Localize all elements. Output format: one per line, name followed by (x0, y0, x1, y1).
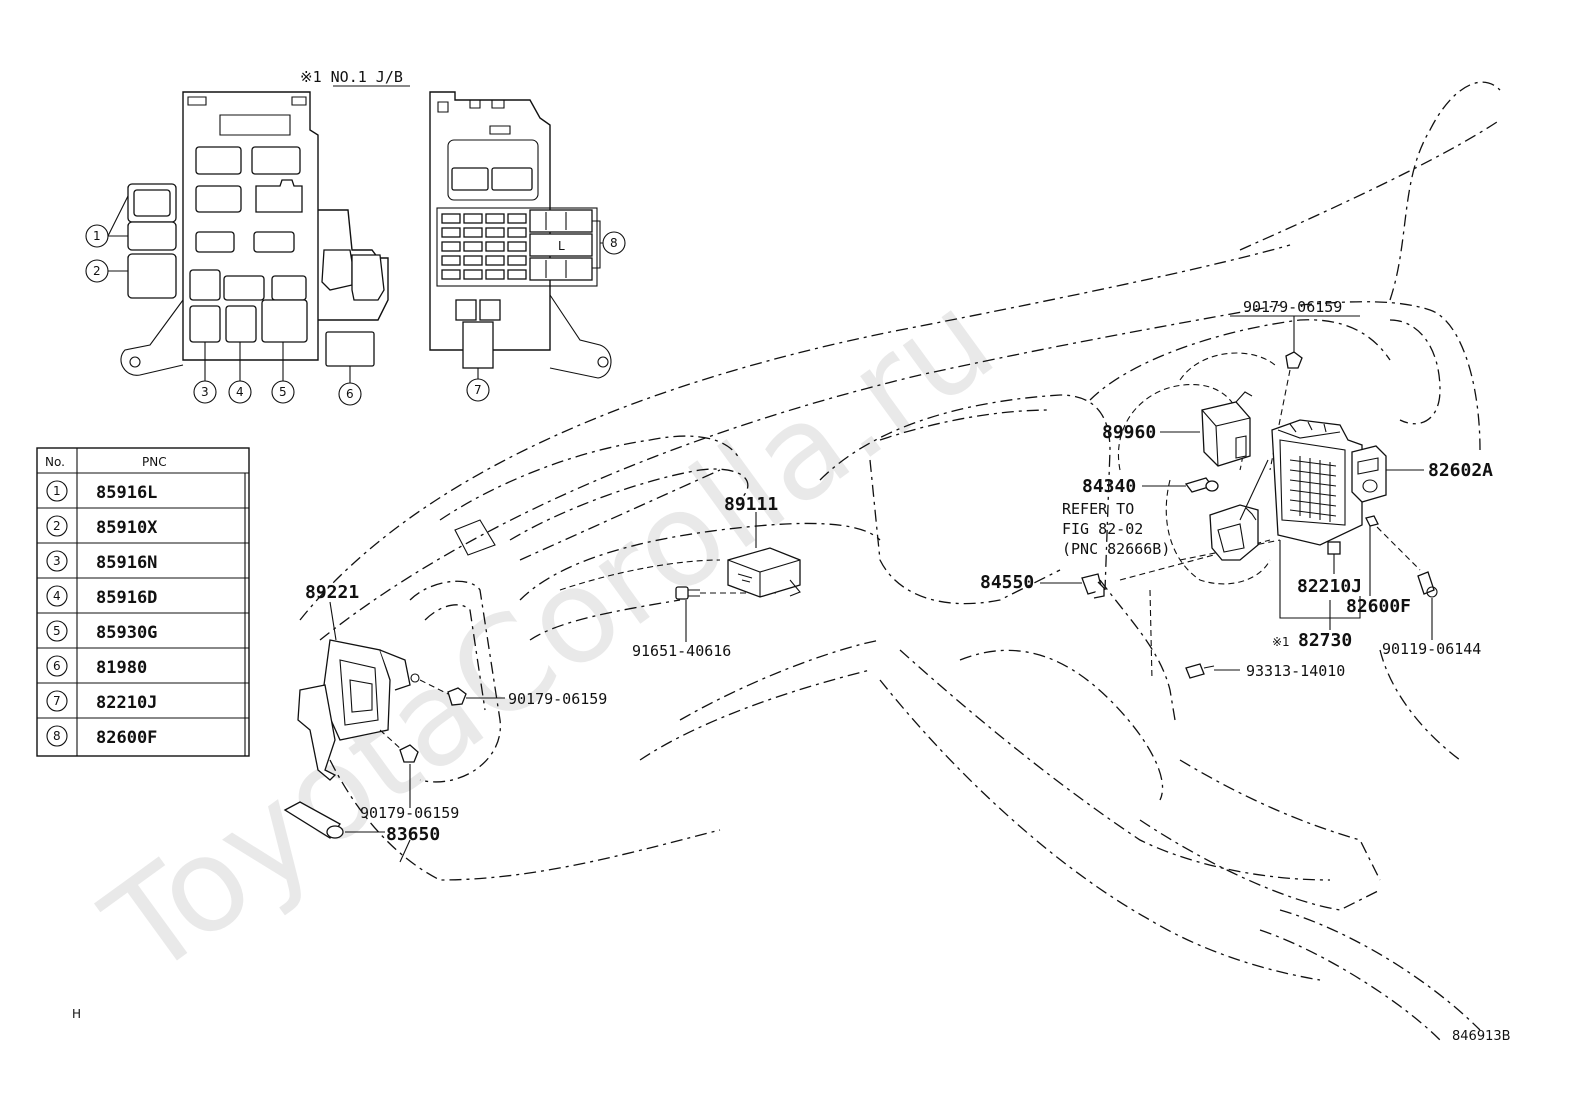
leader-82666b (1239, 459, 1269, 521)
label-90119: 90119-06144 (1382, 640, 1481, 658)
table-row-pnc: 85910X (96, 518, 158, 538)
table-row: 7 82210J (46, 690, 157, 713)
table-row-pnc: 85916L (96, 483, 157, 503)
table-row-pnc: 85930G (96, 623, 157, 643)
bolt-93313 (1185, 663, 1240, 679)
label-84340: 84340 (1082, 476, 1136, 497)
dashboard-outline (299, 81, 1501, 1041)
fuse-label-l: L (558, 239, 565, 253)
table-row: 3 85916N (46, 550, 157, 573)
part-84340-switch (1142, 477, 1219, 493)
label-91651: 91651-40616 (632, 642, 731, 660)
label-83650: 83650 (386, 824, 440, 845)
table-row-pnc: 81980 (96, 658, 147, 678)
part-89960-sensor (1160, 391, 1253, 467)
drawing-number: 846913B (1452, 1029, 1511, 1044)
part-82730-junction-block (1271, 419, 1363, 546)
label-84550: 84550 (980, 572, 1034, 593)
label-90179-mid: 90179-06159 (508, 690, 607, 708)
part-82210j-fuse (1327, 541, 1341, 574)
callouts: 1 2 3 4 5 6 7 8 (85, 195, 626, 406)
callout-3: 3 (201, 385, 209, 399)
pnc-table: No. PNC 1 85916L 2 85910X 3 85916N 4 859… (36, 447, 250, 757)
bolt-90119 (1417, 571, 1438, 640)
table-row-no: 1 (53, 484, 61, 498)
table-row: 5 85930G (46, 620, 157, 643)
table-header-pnc: PNC (142, 455, 167, 469)
label-89960: 89960 (1102, 422, 1156, 443)
watermark: ToyotaCorolla.ru (78, 263, 1020, 1006)
part-89111-module (727, 512, 801, 598)
part-82666b-relay (1209, 504, 1259, 561)
table-row: 2 85910X (46, 515, 158, 538)
label-82210j: 82210J (1297, 576, 1362, 597)
leader-82730 (1279, 540, 1361, 619)
table-row-pnc: 85916D (96, 588, 157, 608)
junction-block-front (120, 91, 389, 376)
label-89111: 89111 (724, 494, 778, 515)
callout-7: 7 (474, 383, 482, 397)
junction-block-back: L (429, 91, 612, 379)
table-row-pnc: 85916N (96, 553, 157, 573)
table-row: 6 81980 (46, 655, 147, 678)
table-row-no: 7 (53, 694, 61, 708)
callout-8: 8 (610, 236, 618, 250)
label-90179-low: 90179-06159 (360, 804, 459, 822)
callout-1: 1 (93, 229, 101, 243)
callout-5: 5 (279, 385, 287, 399)
table-row-no: 6 (53, 659, 61, 673)
label-89221: 89221 (305, 582, 359, 603)
table-row-no: 3 (53, 554, 61, 568)
part-82600f-fuse (1365, 515, 1379, 596)
label-90179-top: 90179-06159 (1243, 298, 1342, 316)
label-refer-line1: REFER TO (1062, 500, 1134, 518)
table-header-no: No. (45, 455, 65, 469)
part-83650-switch (283, 801, 385, 839)
label-refer-line2: FIG 82-02 (1062, 520, 1143, 538)
label-82730-mark: ※1 (1272, 635, 1290, 649)
nut-90179-top (1230, 315, 1360, 369)
part-labels: 90179-06159 89960 82602A 84340 REFER TO … (305, 298, 1493, 863)
table-row-no: 8 (53, 729, 61, 743)
table-row-pnc: 82600F (96, 728, 157, 748)
label-93313: 93313-14010 (1246, 662, 1345, 680)
callout-4: 4 (236, 385, 244, 399)
label-refer-line3: (PNC 82666B) (1062, 540, 1170, 558)
label-82600f: 82600F (1346, 596, 1411, 617)
label-82730: 82730 (1298, 630, 1352, 651)
callout-2: 2 (93, 264, 101, 278)
part-84550-switch (1040, 573, 1105, 599)
table-row-no: 5 (53, 624, 61, 638)
bolt-91651 (675, 586, 780, 642)
junction-block-title: ※1 NO.1 J/B (300, 68, 403, 86)
table-row: 1 85916L (46, 480, 157, 503)
table-row-no: 4 (53, 589, 61, 603)
table-row: 8 82600F (46, 725, 157, 748)
table-row-no: 2 (53, 519, 61, 533)
leader-83650 (399, 839, 411, 863)
label-82602a: 82602A (1428, 460, 1493, 481)
table-row: 4 85916D (46, 585, 157, 608)
part-82602a-relay (1351, 445, 1424, 503)
part-89221-ecu (297, 601, 420, 781)
table-row-pnc: 82210J (96, 693, 157, 713)
corner-mark: H (72, 1007, 81, 1021)
nut-90179-low (379, 729, 419, 808)
callout-6: 6 (346, 387, 354, 401)
nut-90179-mid (419, 679, 505, 706)
